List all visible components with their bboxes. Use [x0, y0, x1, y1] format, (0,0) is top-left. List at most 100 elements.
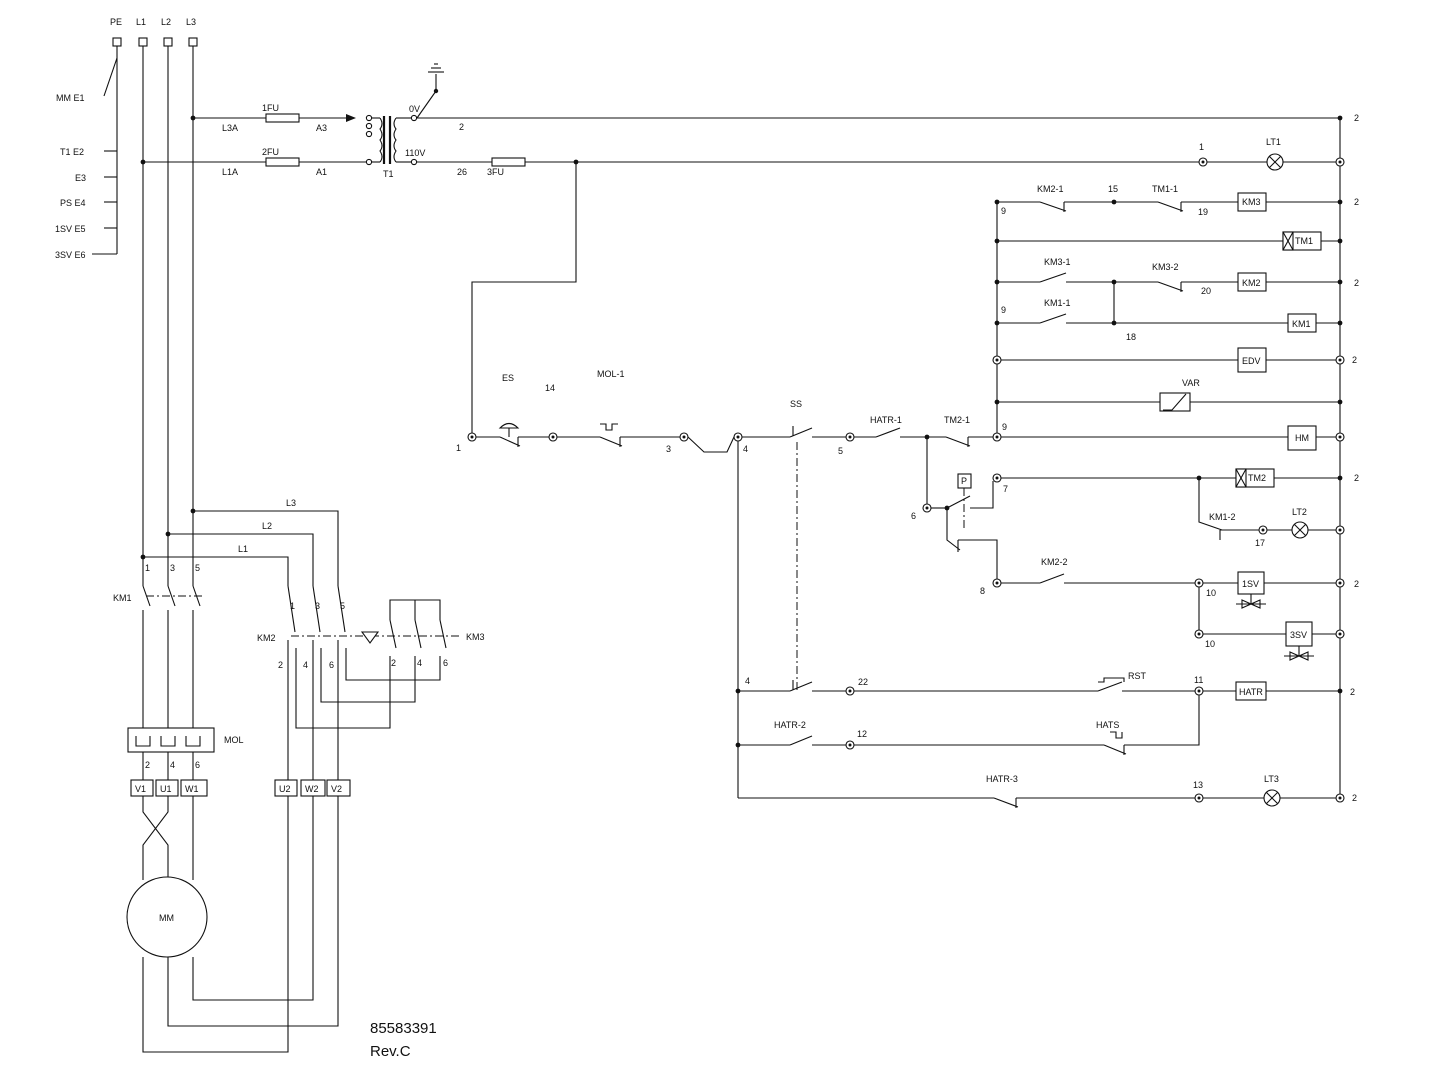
- supply-terminals: PE L1 L2 L3: [110, 17, 198, 47]
- svg-text:TM1: TM1: [1295, 236, 1313, 246]
- svg-text:2: 2: [1354, 473, 1359, 483]
- hats-label: HATS: [1096, 720, 1119, 730]
- svg-text:V2: V2: [331, 784, 342, 794]
- km1-2-label: KM1-2: [1209, 512, 1236, 522]
- svg-text:4: 4: [743, 444, 748, 454]
- svg-text:4: 4: [303, 660, 308, 670]
- km2-1-label: KM2-1: [1037, 184, 1064, 194]
- l1-terminal: [138, 37, 148, 47]
- document-number: 85583391: [370, 1020, 437, 1037]
- motor-mm: [126, 876, 208, 958]
- mol1-label: MOL-1: [597, 369, 625, 379]
- transformer-primary: 1FU 2FU L3A L1A A3 A1 T1 0V 110V: [143, 63, 1340, 437]
- km3-1-label: KM3-1: [1044, 257, 1071, 267]
- svg-text:L2: L2: [262, 521, 272, 531]
- km1-power-label: KM1: [113, 593, 132, 603]
- svg-text:TM2: TM2: [1248, 473, 1266, 483]
- svg-text:2: 2: [1352, 355, 1357, 365]
- svg-text:1SV: 1SV: [1242, 579, 1259, 589]
- svg-text:KM2: KM2: [1242, 278, 1261, 288]
- km2-2-label: KM2-2: [1041, 557, 1068, 567]
- ss-label: SS: [790, 399, 802, 409]
- hatr-rungs: 4 22 RST 11 HATR HATR-2 12 HATS: [735, 441, 1340, 808]
- svg-text:1: 1: [1199, 142, 1204, 152]
- svg-text:9: 9: [1002, 422, 1007, 432]
- lamp-lt1-icon: [1266, 153, 1284, 171]
- svg-text:VAR: VAR: [1182, 378, 1200, 388]
- rst-label: RST: [1128, 671, 1147, 681]
- pe-label: PE: [110, 17, 122, 27]
- coil-ladder: 9 9 KM3 KM2-1 15 TM1-1 19 TM1: [992, 184, 1340, 437]
- svg-text:EDV: EDV: [1242, 356, 1261, 366]
- svg-text:5: 5: [838, 446, 843, 456]
- main-control-rung: 1 ES 14 MOL-1 3 4: [456, 369, 1340, 690]
- svg-text:9: 9: [1001, 305, 1006, 315]
- svg-text:17: 17: [1255, 538, 1265, 548]
- svg-text:2: 2: [1354, 579, 1359, 589]
- svg-text:15: 15: [1108, 184, 1118, 194]
- svg-text:4: 4: [170, 760, 175, 770]
- svg-text:6: 6: [195, 760, 200, 770]
- svg-text:12: 12: [857, 729, 867, 739]
- lamp-lt2-icon: [1291, 521, 1309, 539]
- fuse-1fu-label: 1FU: [262, 103, 279, 113]
- hatr3-label: HATR-3: [986, 774, 1018, 784]
- motor-overload-mol: [127, 727, 215, 780]
- km3-2-label: KM3-2: [1152, 262, 1179, 272]
- svg-text:HATR: HATR: [1239, 687, 1263, 697]
- selector-switch-ss: [789, 426, 846, 690]
- document-revision: Rev.C: [370, 1043, 411, 1060]
- l1-label: L1: [136, 17, 146, 27]
- svg-text:2: 2: [145, 760, 150, 770]
- lt1-label: LT1: [1266, 137, 1281, 147]
- km2-power-label: KM2: [257, 633, 276, 643]
- tm1-1-label: TM1-1: [1152, 184, 1178, 194]
- valve-1sv-icon: [1236, 594, 1266, 609]
- svg-text:2: 2: [1354, 113, 1359, 123]
- hatr2-label: HATR-2: [774, 720, 806, 730]
- svg-text:5: 5: [195, 563, 200, 573]
- valve-3sv-icon: [1284, 646, 1314, 661]
- svg-text:V1: V1: [135, 784, 146, 794]
- t1-label: T1: [383, 169, 394, 179]
- svg-text:3: 3: [315, 601, 320, 611]
- lamp-lt3-icon: [1263, 789, 1281, 807]
- pe-terminal: [112, 37, 122, 47]
- a1-label: A1: [316, 167, 327, 177]
- svg-text:9: 9: [1001, 206, 1006, 216]
- l2-terminal: [163, 37, 173, 47]
- contactor-km1: [142, 585, 205, 728]
- v110-label: 110V: [405, 148, 425, 158]
- svg-text:L3: L3: [286, 498, 296, 508]
- contactor-km3: [389, 599, 447, 649]
- v0-label: 0V: [409, 104, 420, 114]
- svg-text:3SV: 3SV: [1290, 630, 1307, 640]
- hatr1-label: HATR-1: [870, 415, 902, 425]
- svg-text:13: 13: [1193, 780, 1203, 790]
- svg-text:18: 18: [1126, 332, 1136, 342]
- earth-label-2: T1 E2: [60, 147, 84, 157]
- svg-text:1: 1: [290, 601, 295, 611]
- earth-label-6: 3SV E6: [55, 250, 86, 260]
- varistor-var: [1159, 392, 1191, 412]
- svg-text:6: 6: [329, 660, 334, 670]
- pressure-switch-p: 6 7 P: [911, 437, 1008, 579]
- svg-text:5: 5: [340, 601, 345, 611]
- km3-power-label: KM3: [466, 632, 485, 642]
- lt1-rung: 1 LT1: [1198, 137, 1284, 171]
- km1-1-label: KM1-1: [1044, 298, 1071, 308]
- lt3-label: LT3: [1264, 774, 1279, 784]
- fuse-2fu-label: 2FU: [262, 147, 279, 157]
- power-circuit: L3 L2 L1 KM1 1 3 5 KM2 1 3 5 2 4 6: [113, 498, 485, 1053]
- svg-text:U1: U1: [160, 784, 172, 794]
- l3a-label: L3A: [222, 123, 238, 133]
- svg-text:2: 2: [1354, 197, 1359, 207]
- earth-label-4: PS E4: [60, 198, 86, 208]
- es-label: ES: [502, 373, 514, 383]
- svg-text:20: 20: [1201, 286, 1211, 296]
- svg-text:6: 6: [443, 658, 448, 668]
- svg-text:U2: U2: [279, 784, 291, 794]
- l3-terminal: [188, 37, 198, 47]
- fuse-1fu: [265, 113, 300, 123]
